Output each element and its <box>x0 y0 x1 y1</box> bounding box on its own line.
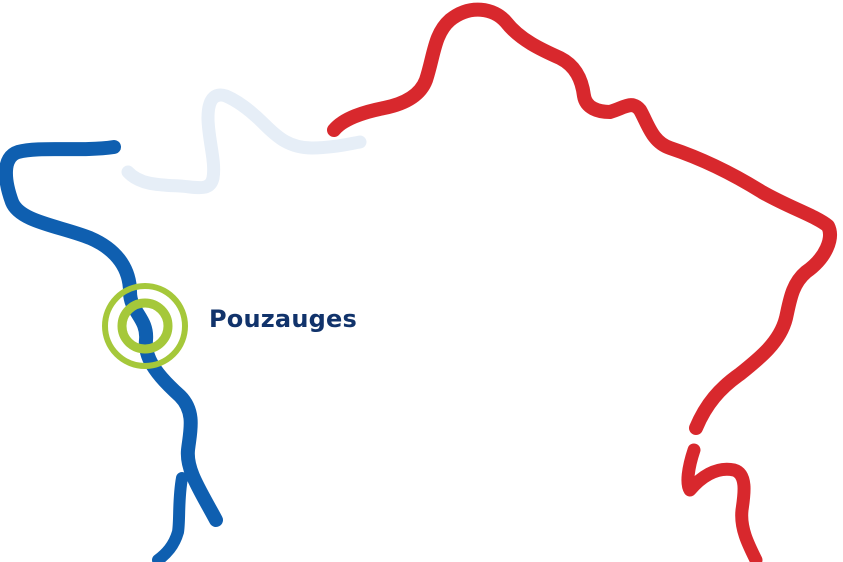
marker-outer-ring <box>102 283 188 369</box>
marker-inner-ring <box>117 298 173 354</box>
location-marker[interactable] <box>102 283 188 369</box>
north-coastline <box>121 88 367 195</box>
city-label: Pouzauges <box>209 305 357 333</box>
southeast-border <box>681 443 763 562</box>
east-border <box>327 2 837 435</box>
southwest-coastline <box>152 472 188 562</box>
